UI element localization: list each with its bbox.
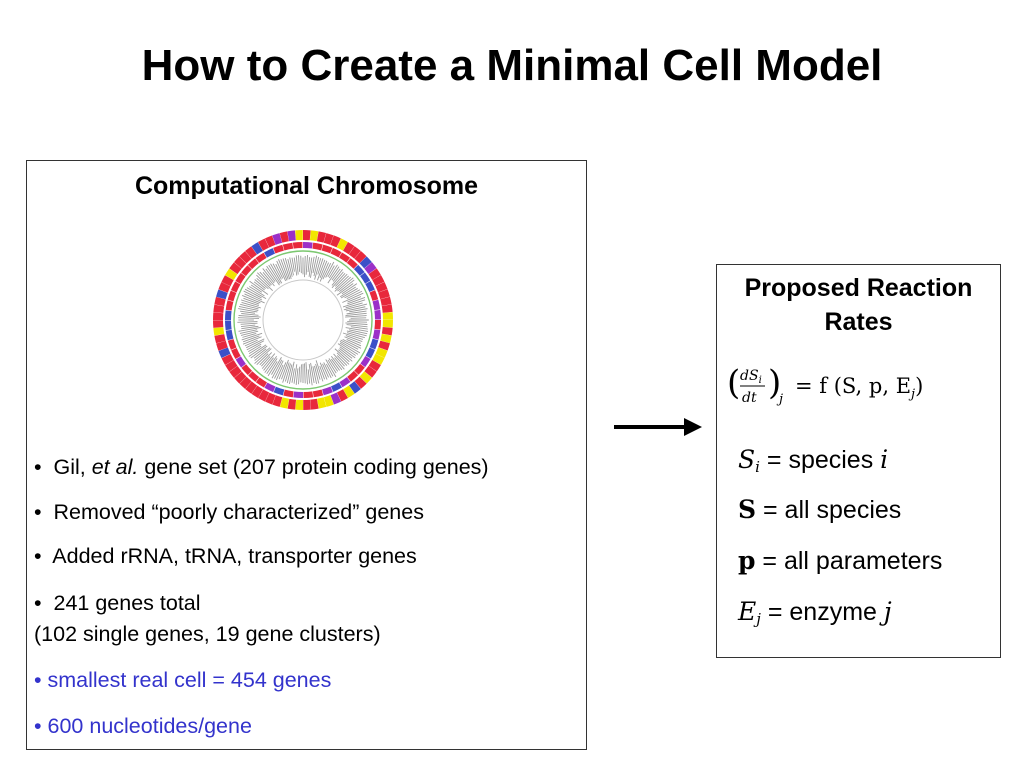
bullet-text: (102 single genes, 19 gene clusters) xyxy=(34,622,381,646)
bullet-genes-total: • 241 genes total xyxy=(34,589,201,617)
reaction-rates-panel: Proposed Reaction Rates ( dSi dt ) j = f… xyxy=(716,264,1001,658)
bullet-text: 241 genes total xyxy=(53,591,201,615)
rate-formula: ( dSi dt ) j = f (S, p, Ej) xyxy=(727,363,923,407)
def-text: = enzyme xyxy=(760,598,884,626)
def-symbol: p xyxy=(738,546,756,575)
circular-genome-map-icon xyxy=(213,230,393,410)
panel-heading-line: Proposed Reaction xyxy=(744,274,973,302)
definition-enzyme: Ej = enzyme j xyxy=(738,597,892,634)
computational-chromosome-panel: Computational Chromosome • Gil, et al. g… xyxy=(26,160,587,750)
def-text: = species xyxy=(759,446,881,474)
def-subscript: i xyxy=(755,458,760,476)
panel-heading: Proposed Reaction Rates xyxy=(717,271,1000,339)
panel-heading-line: Rates xyxy=(824,308,893,336)
bullet-added-genes: • Added rRNA, tRNA, transporter genes xyxy=(34,542,417,570)
bullet-marker: • xyxy=(34,714,42,738)
def-subscript: j xyxy=(756,610,761,628)
formula-numerator: dSi xyxy=(740,368,762,386)
bullet-marker: • xyxy=(34,455,42,479)
bullet-genes-breakdown: (102 single genes, 19 gene clusters) xyxy=(34,620,381,648)
def-symbol: S xyxy=(738,445,756,474)
bullet-text: Gil, xyxy=(53,455,92,479)
bullet-marker: • xyxy=(34,668,42,692)
formula-paren-open: ( xyxy=(727,363,740,403)
panel-heading: Computational Chromosome xyxy=(134,172,479,200)
def-symbol: S xyxy=(738,495,757,524)
formula-lhs-subscript: j xyxy=(776,392,783,407)
def-tail: i xyxy=(880,445,889,474)
def-symbol: E xyxy=(738,597,757,626)
slide-title: How to Create a Minimal Cell Model xyxy=(141,41,883,90)
def-text: = all species xyxy=(756,496,902,524)
bullet-text: Added rRNA, tRNA, transporter genes xyxy=(52,544,417,568)
formula-denominator: dt xyxy=(742,390,757,406)
bullet-text: smallest real cell = 454 genes xyxy=(47,668,332,692)
def-text: = all parameters xyxy=(755,547,943,575)
definition-species: Si = species i xyxy=(738,445,888,482)
definition-all-parameters: p = all parameters xyxy=(738,546,942,576)
bullet-text: gene set (207 protein coding genes) xyxy=(138,455,489,479)
bullet-gene-set: • Gil, et al. gene set (207 protein codi… xyxy=(34,453,489,481)
bullet-smallest-cell: • smallest real cell = 454 genes xyxy=(34,666,331,694)
formula-rhs: = f (S, p, Ej) xyxy=(795,374,923,402)
bullet-text-italic: et al. xyxy=(91,455,139,479)
bullet-text: Removed “poorly characterized” genes xyxy=(53,500,424,524)
bullet-marker: • xyxy=(34,591,42,615)
def-tail: j xyxy=(883,597,892,626)
definition-all-species: S = all species xyxy=(738,495,901,525)
bullet-removed-genes: • Removed “poorly characterized” genes xyxy=(34,498,424,526)
bullet-text: 600 nucleotides/gene xyxy=(47,714,252,738)
right-arrow-icon xyxy=(614,418,702,436)
bullet-marker: • xyxy=(34,500,42,524)
bullet-nucleotides: • 600 nucleotides/gene xyxy=(34,712,252,740)
formula-paren-close: ) xyxy=(768,363,781,403)
bullet-marker: • xyxy=(34,544,42,568)
